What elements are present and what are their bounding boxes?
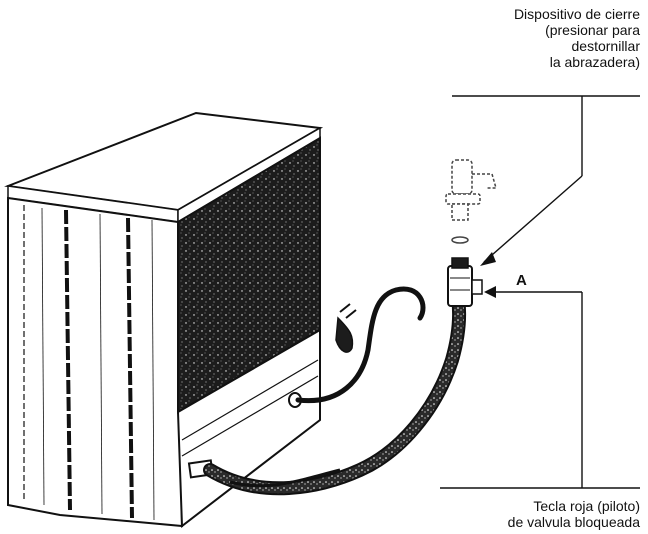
safety-valve: [447, 257, 483, 307]
callout-line: Dispositivo de cierre: [513, 6, 640, 22]
power-cable: [295, 286, 426, 404]
callout-line: (presionar para: [545, 22, 640, 38]
red-key-callout: Tecla roja (piloto) de valvula bloqueada: [508, 498, 640, 530]
callout-top-arrowhead: [480, 252, 496, 266]
callout-line: la abrazadera): [549, 54, 640, 70]
front-panel-grooves: [23, 205, 155, 521]
plug-icon: [339, 303, 357, 319]
callout-line: de valvula bloqueada: [507, 514, 640, 530]
callout-top-leader: [452, 95, 640, 263]
callout-bottom-leader: [440, 291, 640, 489]
callout-bottom-arrowhead: [484, 286, 496, 298]
dishwasher-front: [7, 196, 184, 528]
closing-device-callout: Dispositivo de cierre (presionar para de…: [514, 6, 640, 70]
water-tap-icon: [445, 159, 497, 244]
callout-line: destornillar: [571, 38, 640, 54]
marker-a: A: [516, 272, 527, 289]
callout-line: Tecla roja (piloto): [533, 498, 640, 514]
